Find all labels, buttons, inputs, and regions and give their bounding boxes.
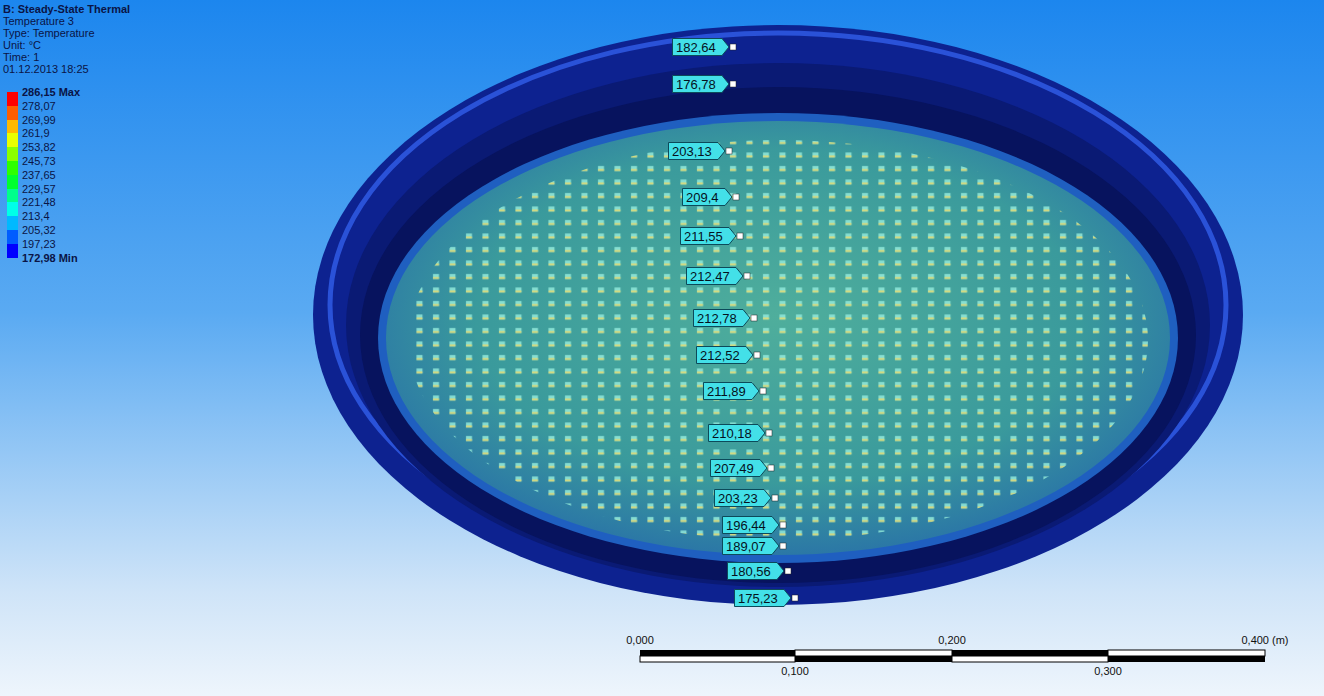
legend-swatch <box>7 147 18 161</box>
probe-value: 212,78 <box>693 311 737 326</box>
legend-swatch <box>7 161 18 175</box>
probe-value: 189,07 <box>722 539 766 554</box>
header-line: 01.12.2013 18:25 <box>3 63 89 75</box>
probe-value: 211,89 <box>703 384 746 399</box>
legend-swatch <box>7 133 18 147</box>
legend-value: 205,32 <box>22 224 56 237</box>
header-line: Time: 1 <box>3 51 39 63</box>
result-title: B: Steady-State Thermal <box>3 3 130 15</box>
scale-number: 0,000 <box>626 634 654 646</box>
legend-swatch <box>7 216 18 230</box>
legend-value: 261,9 <box>22 127 50 140</box>
legend-value: 245,73 <box>22 155 56 168</box>
legend-value: 286,15 Max <box>22 86 80 99</box>
legend-value: 237,65 <box>22 169 56 182</box>
probe-value: 212,52 <box>696 348 740 363</box>
probe-tag: 196,44 <box>722 516 789 534</box>
probe-value: 207,49 <box>710 461 754 476</box>
probe-tag: 211,89 <box>703 382 769 400</box>
probe-value: 176,78 <box>672 77 716 92</box>
legend-value: 269,99 <box>22 114 56 127</box>
legend-swatch <box>7 106 18 120</box>
header-line: Temperature 3 <box>3 15 74 27</box>
probe-tag: 203,13 <box>668 142 735 160</box>
legend-swatch <box>7 92 18 106</box>
probe-value: 175,23 <box>734 591 778 606</box>
legend-min: 172,98 Min <box>22 252 78 265</box>
probe-value: 203,23 <box>714 491 758 506</box>
probe-tag: 207,49 <box>710 459 777 477</box>
legend-value: 221,48 <box>22 196 56 209</box>
scale-number: 0,200 <box>938 634 966 646</box>
scale-number: 0,300 <box>1094 665 1122 677</box>
header-line: Unit: °C <box>3 39 41 51</box>
probe-tag: 211,55 <box>680 227 746 245</box>
legend-value: 229,57 <box>22 183 56 196</box>
legend-swatch <box>7 189 18 203</box>
probe-value: 211,55 <box>680 229 723 244</box>
probe-tag: 189,07 <box>722 537 789 555</box>
probe-value: 182,64 <box>672 40 716 55</box>
probe-value: 209,4 <box>682 190 719 205</box>
probe-tag: 209,4 <box>682 188 742 206</box>
legend-swatch <box>7 230 18 244</box>
probe-tag: 210,18 <box>708 424 775 442</box>
probe-tag: 182,64 <box>672 38 739 56</box>
header-line: Type: Temperature <box>3 27 95 39</box>
legend-swatch <box>7 244 18 258</box>
probe-tag: 212,47 <box>686 267 753 285</box>
legend-swatch <box>7 175 18 189</box>
legend-value: 278,07 <box>22 100 56 113</box>
probe-tag: 203,23 <box>714 489 781 507</box>
probe-tag: 212,52 <box>696 346 763 364</box>
probe-tag: 212,78 <box>693 309 760 327</box>
probe-tag: 176,78 <box>672 75 739 93</box>
legend-value: 253,82 <box>22 141 56 154</box>
legend-swatch <box>7 202 18 216</box>
legend-swatch <box>7 120 18 134</box>
probe-value: 196,44 <box>722 518 766 533</box>
scale-number: 0,400 (m) <box>1241 634 1288 646</box>
probe-value: 180,56 <box>727 564 771 579</box>
probe-tag: 180,56 <box>727 562 794 580</box>
legend-value: 197,23 <box>22 238 56 251</box>
probe-tag: 175,23 <box>734 589 801 607</box>
probe-value: 212,47 <box>686 269 730 284</box>
scale-number: 0,100 <box>781 665 809 677</box>
probe-value: 210,18 <box>708 426 752 441</box>
probe-value: 203,13 <box>668 144 712 159</box>
legend-value: 213,4 <box>22 210 50 223</box>
